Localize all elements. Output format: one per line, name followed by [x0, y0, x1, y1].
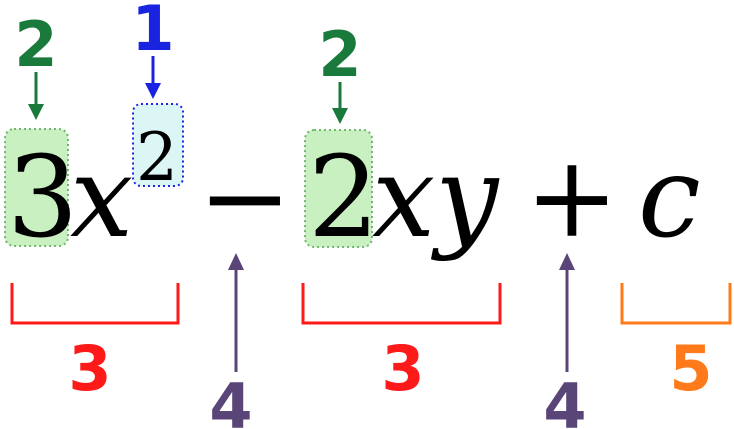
coefficient-highlight-box — [4, 128, 69, 247]
coefficient-2: 2 — [308, 133, 379, 263]
term-label-number-2: 3 — [381, 332, 424, 405]
term-label-number-1: 3 — [68, 332, 111, 405]
coefficient-3: 3 — [7, 133, 78, 263]
variable-x: x — [70, 133, 133, 263]
constant-label-number: 5 — [669, 332, 712, 405]
constant-c: c — [638, 133, 701, 263]
operator-label-number-minus: 4 — [209, 370, 252, 429]
arrow-down-icon — [145, 83, 161, 99]
exponent-highlight-box — [132, 103, 184, 187]
constant-bracket — [620, 283, 732, 325]
exponent-label-number: 1 — [131, 0, 174, 65]
plus-sign: + — [525, 133, 619, 263]
minus-sign: − — [198, 133, 292, 263]
arrow-up-icon — [228, 253, 244, 270]
operator-label-number-plus: 4 — [543, 370, 586, 429]
variable-xy: xy — [372, 133, 500, 263]
arrow-down-icon — [28, 104, 44, 120]
arrow-down-icon — [332, 108, 348, 124]
coefficient-highlight-box-2 — [304, 129, 373, 248]
term-bracket-2 — [301, 283, 502, 325]
coefficient-label-number-2: 2 — [318, 18, 361, 91]
exponent-2: 2 — [136, 119, 178, 196]
coefficient-label-number: 2 — [14, 8, 57, 81]
term-bracket-1 — [10, 283, 180, 325]
arrow-up-icon — [559, 253, 575, 270]
